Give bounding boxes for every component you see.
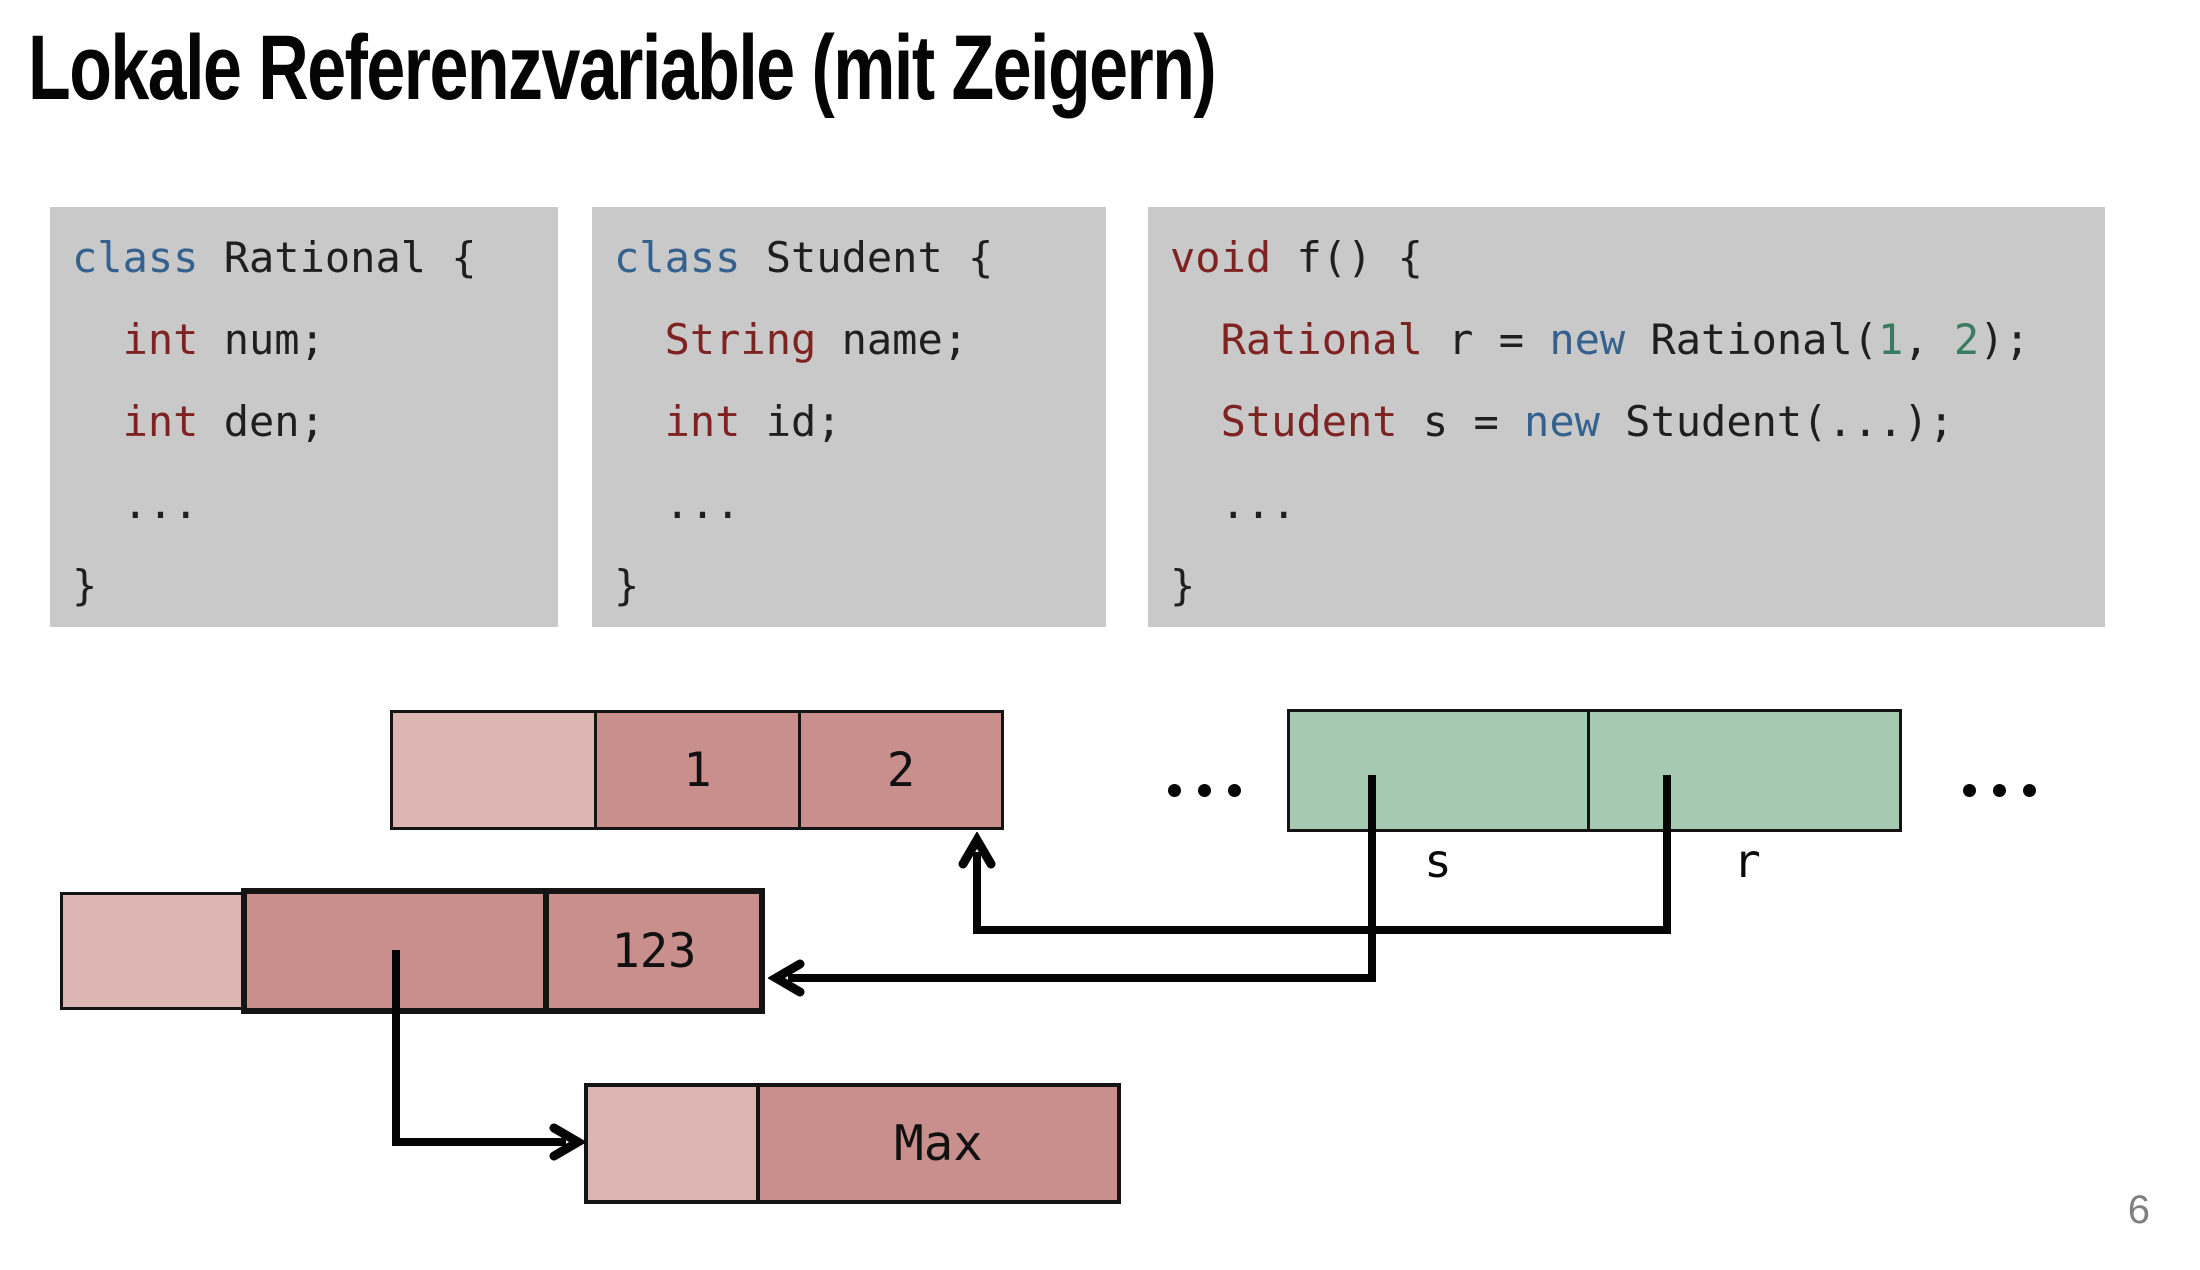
dot-icon xyxy=(1228,784,1241,797)
dot-icon xyxy=(1963,784,1976,797)
rational-num-cell: 1 xyxy=(594,710,801,830)
stack-cell-s xyxy=(1287,709,1590,832)
string-value-cell: Max xyxy=(756,1083,1121,1204)
string-header-cell xyxy=(584,1083,760,1204)
rational-den-cell: 2 xyxy=(798,710,1004,830)
student-header-cell xyxy=(60,892,244,1010)
dot-icon xyxy=(2023,784,2036,797)
page-number: 6 xyxy=(2127,1188,2150,1232)
student-name-cell xyxy=(241,888,549,1014)
code-block-class-rational: class Rational { int num; int den; ...} xyxy=(50,207,558,627)
student-id-cell: 123 xyxy=(543,888,765,1014)
rational-header-cell xyxy=(390,710,597,830)
dot-icon xyxy=(1993,784,2006,797)
rational-object-box: 1 2 xyxy=(390,710,1004,830)
student-object-box: 123 xyxy=(60,888,765,1014)
code-block-function-f: void f() { Rational r = new Rational(1, … xyxy=(1148,207,2105,627)
string-object-box: Max xyxy=(584,1083,1121,1204)
dot-icon xyxy=(1168,784,1181,797)
code-block-class-student: class Student { String name; int id; ...… xyxy=(592,207,1106,627)
slide-title: Lokale Referenzvariable (mit Zeigern) xyxy=(28,17,1217,119)
stack-frame-box xyxy=(1287,709,1902,832)
stack-label-s: s xyxy=(1424,834,1452,888)
dot-icon xyxy=(1198,784,1211,797)
memory-ellipsis-left-icon xyxy=(1168,784,1241,797)
stack-label-r: r xyxy=(1733,834,1761,888)
memory-ellipsis-right-icon xyxy=(1963,784,2036,797)
stack-cell-r xyxy=(1587,709,1902,832)
